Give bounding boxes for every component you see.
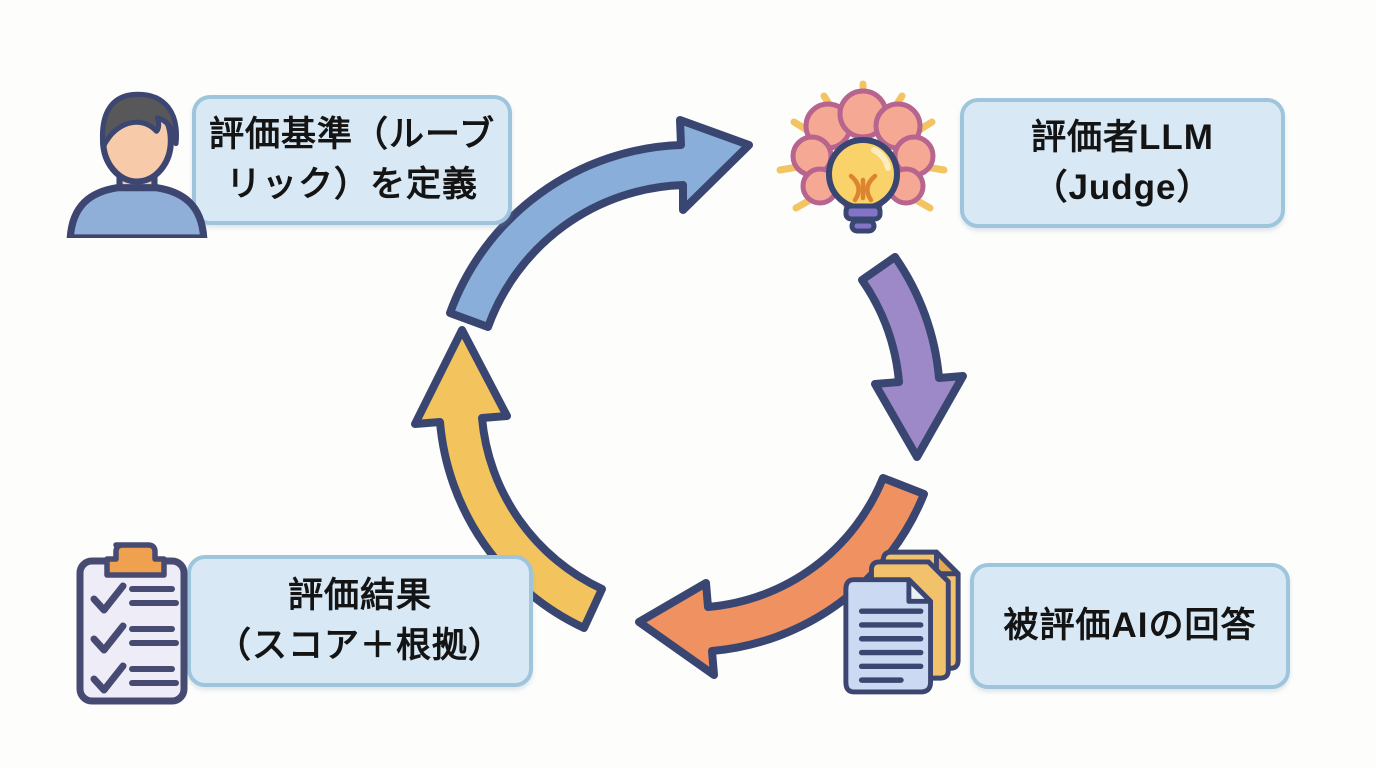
- brain-lightbulb-icon: [768, 70, 950, 258]
- node-evaluated-ai-answer: 被評価AIの回答: [970, 563, 1290, 689]
- node-label-line: 評価基準（ルーブ: [209, 115, 495, 155]
- node-label-line: （スコア＋根拠）: [215, 626, 504, 665]
- paper-front-fold: [906, 577, 934, 604]
- node-label-line: （Judge）: [1032, 168, 1213, 207]
- clipboard-checklist-icon: [72, 541, 192, 706]
- arrow-top-icon: [446, 116, 753, 331]
- arrow-right-icon: [858, 253, 967, 461]
- checkmark-icon: [90, 582, 127, 614]
- node-label-line: 評価者LLM: [1031, 118, 1214, 158]
- documents-icon: [838, 548, 966, 698]
- clipboard-clip: [104, 542, 167, 578]
- node-judge-llm: 評価者LLM （Judge）: [960, 98, 1285, 228]
- person-icon: [60, 84, 214, 238]
- node-label-line: 評価結果: [287, 576, 432, 616]
- checkmark-icon: [90, 662, 127, 694]
- node-label-line: 被評価AIの回答: [1003, 606, 1257, 646]
- paper-text-lines: [858, 608, 924, 683]
- node-label-line: リック）を定義: [225, 165, 478, 204]
- checkmark-icon: [90, 622, 127, 654]
- checklist-rows: [90, 582, 179, 694]
- paper-back-fold: [934, 549, 961, 577]
- node-define-rubric: 評価基準（ルーブ リック）を定義: [192, 95, 512, 225]
- node-evaluation-result: 評価結果 （スコア＋根拠）: [187, 555, 533, 687]
- person-shirt: [66, 184, 208, 238]
- lightbulb-icon: [826, 137, 900, 234]
- person-hair: [99, 91, 179, 151]
